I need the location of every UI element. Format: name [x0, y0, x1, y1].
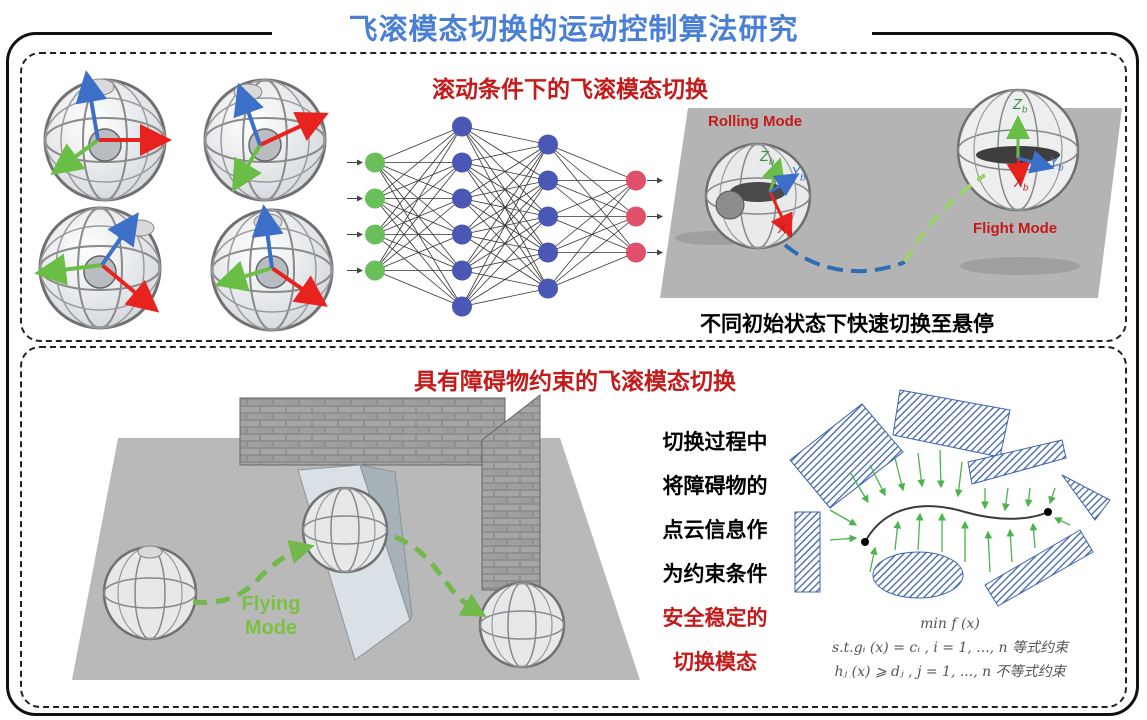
obstacle-7: [984, 529, 1094, 607]
nn-hidden-node: [538, 206, 558, 227]
optimal-trajectory: [864, 505, 1049, 543]
nn-edge: [374, 126, 463, 271]
obstacle-3: [967, 439, 1067, 485]
nn-hidden-node: [538, 278, 558, 299]
nn-edge: [461, 144, 549, 199]
nn-output-node: [626, 170, 646, 191]
nn-edge: [461, 126, 549, 145]
obstacle-4: [1061, 474, 1111, 521]
rolling-drone: [704, 142, 812, 250]
obstacle-diagram: [789, 389, 1111, 607]
nn-edge: [547, 252, 637, 289]
nn-edge: [547, 180, 637, 253]
nn-edge: [547, 144, 637, 181]
nn-edge: [461, 180, 549, 307]
obstacle-6: [872, 551, 964, 599]
equation-objective: min f (x): [920, 616, 980, 632]
nn-edge: [461, 252, 549, 307]
nn-edge: [374, 126, 463, 163]
flight-drone: [956, 88, 1080, 212]
flying-path-2: [394, 534, 487, 618]
cage-ball-3: [34, 206, 162, 330]
nn-edge: [461, 144, 549, 307]
nn-input-node: [365, 260, 385, 281]
nn-edge: [547, 180, 637, 289]
cage-ball-1: [43, 70, 172, 202]
optimization-equations: min f (x) s.t.gᵢ (x) = cᵢ , i = 1, ..., …: [790, 612, 1110, 684]
nn-edge: [374, 270, 463, 307]
nn-input-node: [365, 152, 385, 173]
nn-hidden-node: [452, 224, 472, 245]
bottom-panel-heading: 具有障碍物约束的飞滚模态切换: [414, 369, 736, 395]
nn-hidden-node: [538, 242, 558, 263]
rolling-axis-z: Zb: [760, 150, 775, 168]
rolling-axis-x: Xb: [778, 222, 793, 240]
description-text: 切换过程中 将障碍物的 点云信息作 为约束条件 安全稳定的 切换模态: [662, 430, 768, 674]
page-title: 飞滚模态切换的运动控制算法研究: [348, 12, 799, 46]
rolling-mode-label: Rolling Mode: [708, 113, 803, 130]
flying-path-1: [192, 539, 315, 606]
nn-hidden-node: [452, 260, 472, 281]
bottom-panel: [20, 346, 1127, 708]
flight-mode-label: Flight Mode: [973, 220, 1058, 237]
obstacle-1: [789, 403, 904, 509]
nn-edge: [461, 288, 549, 307]
bottom-ball-left: [102, 545, 198, 641]
bottom-ball-right: [478, 581, 566, 669]
nn-hidden-node: [538, 170, 558, 191]
nn-output-node: [626, 242, 646, 263]
flight-axis-y: Yb: [1050, 156, 1064, 174]
nn-input-node: [365, 224, 385, 245]
nn-edge: [374, 162, 463, 271]
obstacle-5: [794, 511, 821, 593]
nn-edge: [374, 126, 463, 199]
nn-hidden-node: [452, 296, 472, 317]
flight-shadow: [960, 257, 1080, 275]
nn-edge: [461, 144, 549, 163]
top-panel-heading: 滚动条件下的飞滚模态切换: [432, 77, 708, 103]
nn-edge: [461, 144, 549, 235]
nn-hidden-node: [452, 116, 472, 137]
neural-network: [347, 116, 663, 317]
equation-equality: s.t.gᵢ (x) = cᵢ , i = 1, ..., n 等式约束: [831, 640, 1069, 656]
top-caption: 不同初始状态下快速切换至悬停: [700, 312, 994, 336]
flight-axis-x: Xb: [1014, 176, 1029, 194]
nn-edge: [374, 198, 463, 271]
nn-edge: [547, 216, 637, 289]
equation-inequality: hⱼ (x) ⩾ dⱼ , j = 1, ..., n 不等式约束: [834, 664, 1066, 680]
bottom-ball-mid: [301, 486, 389, 574]
cage-ball-4: [210, 204, 334, 332]
nn-hidden-node: [452, 152, 472, 173]
flight-axis-z: Zb: [1013, 98, 1028, 116]
nn-hidden-node: [538, 134, 558, 155]
trajectory-fly: [903, 173, 987, 263]
nn-edge: [461, 216, 549, 307]
nn-input-node: [365, 188, 385, 209]
title-gap: [272, 22, 872, 46]
nn-edge: [374, 234, 463, 271]
cage-ball-2: [203, 78, 329, 202]
nn-hidden-node: [452, 188, 472, 209]
top-panel: [20, 52, 1127, 342]
nn-edge: [547, 180, 637, 217]
flying-mode-label: Flying Mode: [241, 593, 301, 639]
rolling-axis-y: Yb: [792, 166, 806, 184]
nn-output-node: [626, 206, 646, 227]
trajectory-roll: [783, 243, 906, 274]
nn-edge: [461, 144, 549, 271]
nn-edge: [374, 126, 463, 235]
